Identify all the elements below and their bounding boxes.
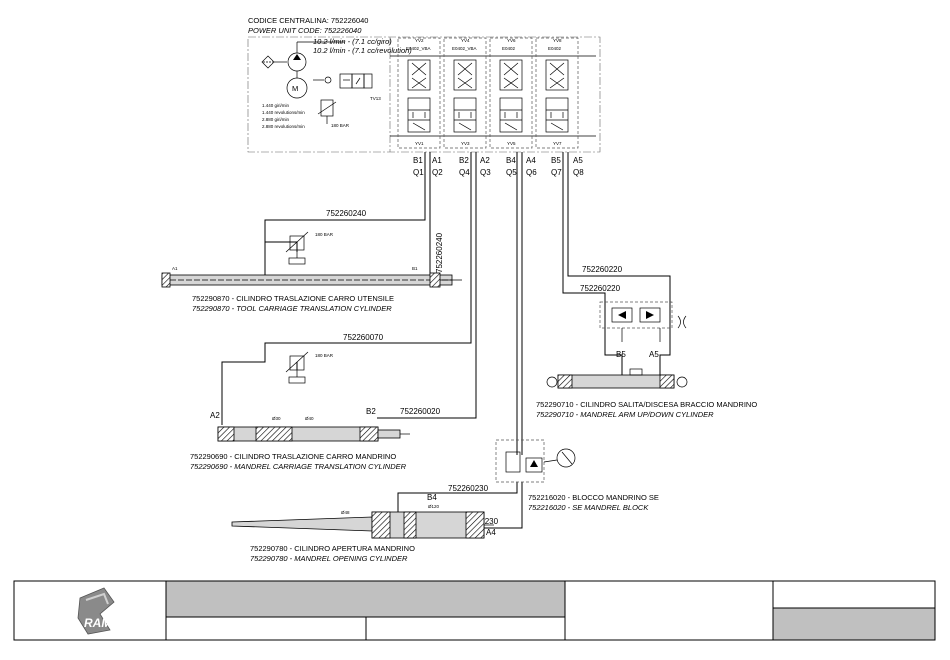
port-b1: B1	[413, 156, 423, 165]
valve-3-code: E0402	[502, 46, 516, 51]
valve-2: YV4 E0402_VBA YV3	[443, 37, 487, 149]
port-q2: Q2	[432, 168, 443, 177]
cylinder-2-dia-1: Ø30	[272, 416, 281, 421]
cylinder-3-dia-2: Ø120	[428, 504, 440, 509]
hose-lines	[221, 152, 671, 529]
pressure-valve-2	[285, 351, 309, 384]
pressure-valve-1	[285, 231, 309, 265]
cylinder-3-caption-en: 752290780 - MANDREL OPENING CYLINDER	[250, 554, 408, 563]
port-a5: A5	[573, 156, 583, 165]
pump-spec-2: 1.440 revolutions/min	[262, 110, 305, 115]
port-q3: Q3	[480, 168, 491, 177]
cylinder-4-port-b5: B5	[616, 350, 626, 359]
valve-4-code: E0402	[548, 46, 562, 51]
port-labels: B1 Q1 A1 Q2 B2 Q4 A2 Q3 B4 Q5 A4 Q6 B5 Q…	[413, 156, 584, 177]
tv13-label: TV13	[370, 96, 381, 101]
svg-text:M: M	[292, 84, 298, 93]
cylinder-2-caption-it: 752290690 - CILINDRO TRASLAZIONE CARRO M…	[190, 452, 396, 461]
cylinder-1-caption-it: 752290870 - CILINDRO TRASLAZIONE CARRO U…	[192, 294, 394, 303]
hose-752260220-bottom: 752260220	[580, 284, 621, 293]
company-logo-text: RAM	[84, 616, 112, 630]
valve-1-bottom: YV1	[415, 141, 424, 146]
cylinder-4-caption-it: 752290710 - CILINDRO SALITA/DISCESA BRAC…	[536, 400, 757, 409]
cylinder-3-port-bottom: A4	[486, 528, 496, 537]
cylinder-1-port-right: B1	[412, 266, 418, 271]
port-b5: B5	[551, 156, 561, 165]
valve-1: YV2 E0402_VBA YV1	[397, 37, 441, 149]
cylinder-4-block	[599, 301, 687, 342]
cylinder-3	[231, 511, 494, 539]
valve-4-top: YV8	[553, 38, 562, 43]
pump-spec-1: 1.440 giri/min	[262, 103, 290, 108]
valve-4-bottom: YV7	[553, 141, 562, 146]
solenoid-valve-tv13	[313, 73, 373, 89]
pressure-valve-2-label: 180 BAR	[315, 353, 334, 358]
pressure-valve-1-label: 180 BAR	[315, 232, 334, 237]
mandrel-block	[495, 439, 576, 483]
pressure-gauge-icon	[556, 448, 576, 468]
cylinder-3-port-top: B4	[427, 493, 437, 502]
valve-4: YV8 E0402 YV7	[535, 37, 579, 149]
valve-3: YV6 E0402 YV5	[489, 37, 533, 149]
mandrel-block-caption-it: 752216020 - BLOCCO MANDRINO SE	[528, 493, 659, 502]
valve-1-top: YV2	[415, 38, 424, 43]
cylinder-2	[217, 426, 410, 442]
flow-rate-2: 10.2 l/min - (7.1 cc/revolution)	[313, 46, 412, 55]
port-q1: Q1	[413, 168, 424, 177]
cylinder-4-caption-en: 752290710 - MANDREL ARM UP/DOWN CYLINDER	[536, 410, 714, 419]
cylinder-2-dia-2: Ø40	[305, 416, 314, 421]
port-b2: B2	[459, 156, 469, 165]
port-q5: Q5	[506, 168, 517, 177]
port-q6: Q6	[526, 168, 537, 177]
cylinder-3-dia-1: Ø48	[341, 510, 350, 515]
valve-2-top: YV4	[461, 38, 470, 43]
filter-icon	[261, 55, 287, 69]
valve-2-code: E0402_VBA	[452, 46, 477, 51]
cylinder-4-port-a5: A5	[649, 350, 659, 359]
relief-valve	[317, 99, 337, 124]
cylinder-2-caption-en: 752290690 - MANDREL CARRIAGE TRANSLATION…	[190, 462, 407, 471]
hose-752260230-top: 752260230	[448, 484, 489, 493]
valve-3-top: YV6	[507, 38, 516, 43]
valve-1-code: E0402_VBA	[406, 46, 431, 51]
cylinder-1-port-left: A1	[172, 266, 178, 271]
relief-valve-pressure: 180 BAR	[331, 123, 350, 128]
power-unit-code-it: CODICE CENTRALINA: 752226040	[248, 16, 368, 25]
cylinder-1	[161, 272, 462, 288]
hose-752260070: 752260070	[343, 333, 384, 342]
pump-spec-3: 2.880 giri/min	[262, 117, 290, 122]
port-q7: Q7	[551, 168, 562, 177]
port-a4: A4	[526, 156, 536, 165]
cylinder-2-port-left: A2	[210, 411, 220, 420]
hose-752260020: 752260020	[400, 407, 441, 416]
power-unit-code-en: POWER UNIT CODE: 752226040	[248, 26, 362, 35]
cylinder-2-port-right: B2	[366, 407, 376, 416]
port-q4: Q4	[459, 168, 470, 177]
power-unit: M 10.2 l/min - (7.1 cc/giro) 10.2 l/min …	[247, 36, 601, 153]
port-b4: B4	[506, 156, 516, 165]
company-logo	[77, 587, 115, 635]
cylinder-1-caption-en: 752290870 - TOOL CARRIAGE TRANSLATION CY…	[192, 304, 392, 313]
port-a1: A1	[432, 156, 442, 165]
hose-752260220-top: 752260220	[582, 265, 623, 274]
title-field-revision	[772, 607, 936, 641]
hose-752260240: 752260240	[326, 209, 367, 218]
title-block	[13, 580, 936, 641]
cylinder-4	[546, 368, 688, 389]
motor-icon: M	[286, 71, 308, 99]
port-a2: A2	[480, 156, 490, 165]
mandrel-block-caption-en: 752216020 - SE MANDREL BLOCK	[528, 503, 649, 512]
cylinder-3-caption-it: 752290780 - CILINDRO APERTURA MANDRINO	[250, 544, 415, 553]
pump-spec-4: 2.880 revolutions/min	[262, 124, 305, 129]
valve-2-bottom: YV3	[461, 141, 470, 146]
hose-752260240-vertical: 752260240	[435, 232, 444, 273]
valve-3-bottom: YV5	[507, 141, 516, 146]
port-q8: Q8	[573, 168, 584, 177]
flow-rate-1: 10.2 l/min - (7.1 cc/giro)	[313, 37, 392, 46]
title-field-main	[165, 580, 566, 618]
